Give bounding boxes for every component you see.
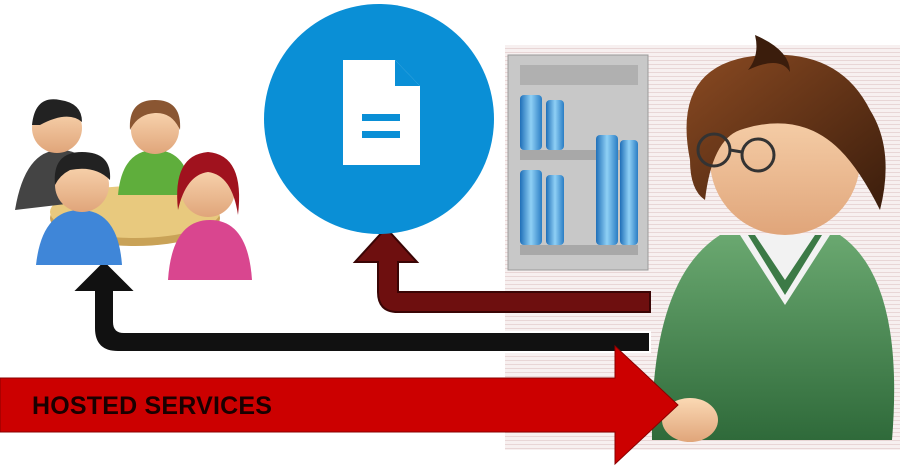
librarian-icon (651, 35, 895, 442)
hosted-services-arrow (0, 344, 679, 466)
hosted-services-label: HOSTED SERVICES (32, 392, 273, 420)
team-meeting-icon (15, 99, 252, 280)
arrow-to-document (352, 226, 651, 313)
bookshelf-icon (507, 54, 649, 271)
document-icon (264, 4, 494, 234)
arrow-to-team (69, 258, 651, 353)
